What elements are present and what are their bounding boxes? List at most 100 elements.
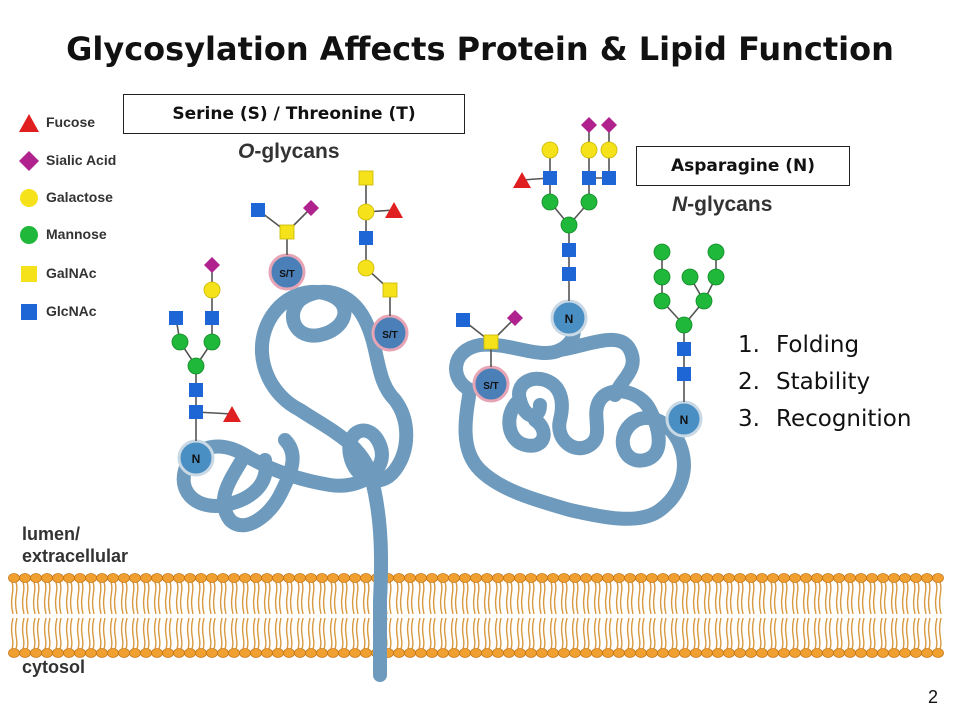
- lipid-tail: [758, 617, 762, 650]
- lipid-tail: [850, 581, 854, 615]
- mannose-circle-icon: [20, 226, 38, 244]
- lipid-tail: [542, 581, 546, 615]
- lipid-tail: [597, 617, 601, 650]
- lipid-head: [888, 573, 900, 583]
- lipid-tail: [113, 617, 117, 650]
- lipid-tail: [476, 581, 480, 615]
- lipid-head: [129, 573, 141, 583]
- lipid-tail: [362, 581, 366, 615]
- lipid-tail: [109, 617, 113, 650]
- lipid-tail: [619, 617, 623, 650]
- lipid-head: [668, 573, 680, 583]
- lipid-tail: [527, 581, 531, 615]
- cytosol-label: cytosol: [22, 657, 86, 677]
- lipid-tail: [560, 617, 564, 650]
- lipid-head: [877, 648, 889, 658]
- lipid-head: [294, 648, 306, 658]
- lipid-head: [316, 648, 328, 658]
- lipid-tail: [443, 581, 447, 615]
- lipid-tail: [718, 617, 722, 650]
- lipid-tail: [274, 581, 278, 615]
- lipid-tail: [714, 581, 718, 615]
- lipid-head: [118, 648, 130, 658]
- lipid-head: [723, 648, 735, 658]
- lipid-tail: [560, 581, 564, 615]
- glcnac-square-icon: [21, 304, 37, 320]
- lipid-tail: [102, 617, 106, 650]
- lipid-tail: [674, 581, 678, 615]
- lipid-tail: [769, 617, 773, 650]
- lipid-tail: [505, 581, 509, 615]
- lipid-tail: [747, 581, 751, 615]
- lipid-tail: [824, 617, 828, 650]
- lipid-tail: [201, 581, 205, 615]
- lipid-tail: [509, 581, 513, 615]
- lipid-head: [96, 573, 108, 583]
- lipid-head: [602, 648, 614, 658]
- lipid-tail: [905, 617, 909, 650]
- lipid-tail: [791, 617, 795, 650]
- lipid-tail: [87, 617, 91, 650]
- lipid-head: [173, 573, 185, 583]
- lipid-tail: [432, 617, 436, 650]
- lipid-tail: [696, 581, 700, 615]
- lipid-tail: [54, 617, 58, 650]
- lipid-tail: [630, 581, 634, 615]
- lipid-tail: [366, 617, 370, 650]
- lipid-tail: [234, 617, 238, 650]
- lipid-tail: [175, 617, 179, 650]
- lipid-head: [206, 648, 218, 658]
- page-number: 2: [927, 687, 938, 707]
- lipid-head: [514, 573, 526, 583]
- lipid-tail: [21, 581, 25, 615]
- lipid-tail: [912, 617, 916, 650]
- lipid-tail: [509, 617, 513, 650]
- lipid-tail: [901, 581, 905, 615]
- lipid-head: [250, 648, 262, 658]
- lipid-head: [162, 648, 174, 658]
- lipid-head: [921, 648, 933, 658]
- lipid-head: [932, 573, 944, 583]
- lipid-tail: [461, 617, 465, 650]
- lipid-head: [360, 648, 372, 658]
- lipid-tail: [707, 617, 711, 650]
- lipid-tail: [593, 617, 597, 650]
- lipid-head: [910, 573, 922, 583]
- lipid-tail: [32, 617, 36, 650]
- lipid-tail: [157, 617, 161, 650]
- lipid-tail: [516, 581, 520, 615]
- lipid-tail: [76, 617, 80, 650]
- lipid-tail: [212, 617, 216, 650]
- lipid-head: [789, 573, 801, 583]
- lipid-tail: [142, 581, 146, 615]
- lipid-head: [877, 573, 889, 583]
- lipid-head: [646, 648, 658, 658]
- asparagine-label: Asparagine (N): [636, 146, 850, 186]
- lipid-head: [723, 573, 735, 583]
- lipid-tail: [351, 617, 355, 650]
- lipid-tail: [802, 617, 806, 650]
- lipid-tail: [894, 617, 898, 650]
- lipid-head: [635, 573, 647, 583]
- lipid-head: [844, 573, 856, 583]
- lipid-tail: [608, 617, 612, 650]
- lipid-head: [734, 573, 746, 583]
- lipid-tail: [714, 617, 718, 650]
- lipid-tail: [318, 581, 322, 615]
- lipid-tail: [857, 617, 861, 650]
- lipid-tail: [817, 617, 821, 650]
- lipid-tail: [648, 617, 652, 650]
- lipid-tail: [685, 617, 689, 650]
- lipid-head: [712, 573, 724, 583]
- lipid-head: [404, 648, 416, 658]
- lipid-tail: [527, 617, 531, 650]
- lipid-tail: [740, 617, 744, 650]
- lipid-tail: [824, 581, 828, 615]
- lipid-tail: [615, 617, 619, 650]
- lipid-head: [745, 573, 757, 583]
- lipid-tail: [164, 581, 168, 615]
- svg-text:N: N: [565, 312, 574, 326]
- lipid-head: [624, 573, 636, 583]
- lipid-tail: [483, 581, 487, 615]
- lipid-tail: [806, 617, 810, 650]
